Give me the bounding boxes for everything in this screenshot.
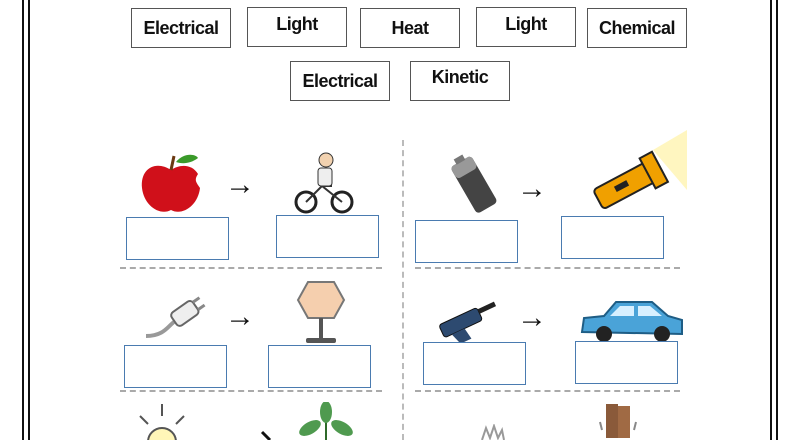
row-divider [415,267,680,269]
answer-box[interactable] [268,345,371,388]
arrow-icon: → [517,301,547,334]
arrow-icon [260,430,272,440]
word-card[interactable]: Electrical [290,61,390,101]
answer-box[interactable] [415,220,518,263]
apple-icon [141,154,200,212]
word-card[interactable]: Light [476,7,576,47]
word-card[interactable]: Light [247,7,347,47]
answer-box[interactable] [561,216,664,259]
battery-icon [451,154,497,213]
answer-box[interactable] [423,342,526,385]
word-card[interactable]: Kinetic [410,61,510,101]
word-card[interactable]: Electrical [131,8,231,48]
row-divider [415,390,680,392]
car-icon [580,301,683,342]
arrow-icon: → [517,172,547,205]
sun-icon [139,404,185,440]
arrow-icon: → [225,300,255,333]
flashlight-icon [593,130,687,209]
row-divider [120,390,382,392]
answer-box[interactable] [276,215,379,258]
arrow-icon: → [225,168,255,201]
page-border-right-outer [776,0,778,440]
fuel-nozzle-icon [439,301,497,342]
lamp-icon [296,281,346,343]
answer-box[interactable] [126,217,229,260]
cyclist-icon [294,152,354,214]
toaster-icon [599,404,637,438]
word-card[interactable]: Heat [360,8,460,48]
plant-icon [299,402,353,440]
answer-box[interactable] [124,345,227,388]
column-divider [402,140,404,440]
word-card[interactable]: Chemical [587,8,687,48]
hands-icon [481,424,505,440]
page-border-left-outer [22,0,24,440]
page-border-left-inner [28,0,30,440]
answer-box[interactable] [575,341,678,384]
page-border-right-inner [770,0,772,440]
row-divider [120,267,382,269]
plug-icon [145,296,206,338]
